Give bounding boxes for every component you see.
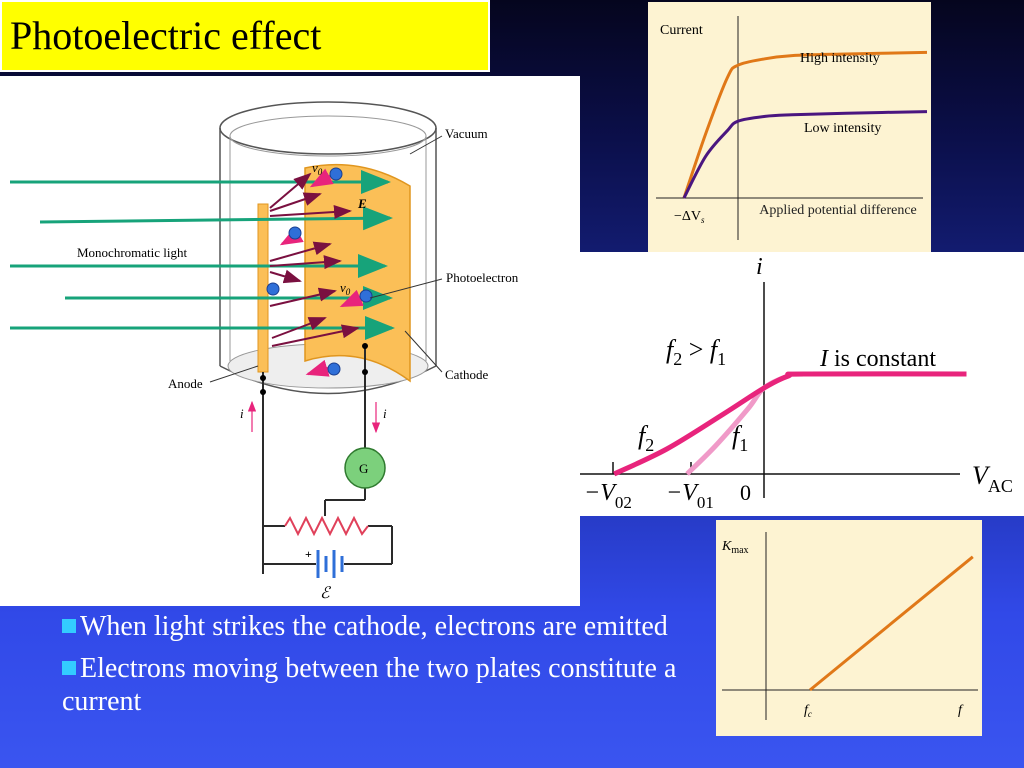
battery-plus: + <box>305 547 312 561</box>
bullet-item: Electrons moving between the two plates … <box>62 652 682 718</box>
light-label: Monochromatic light <box>77 245 188 260</box>
anode-label: Anode <box>168 376 203 391</box>
bullet-text: Electrons moving between the two plates … <box>62 653 677 717</box>
photoelectron-label: Photoelectron <box>446 270 519 285</box>
chart-2-svg: i VAC −V02 −V01 0 f2 > f1 I is constant … <box>570 254 1013 512</box>
bullet-list: When light strikes the cathode, electron… <box>62 610 682 727</box>
anode-plate <box>257 203 269 373</box>
chart-3-svg: Kmax fc f <box>721 532 978 720</box>
current-label-left: i <box>240 406 244 421</box>
kmax-vs-frequency-chart: Kmax fc f <box>716 520 982 736</box>
v0-label-mid: v0 <box>340 280 351 297</box>
chart-3-xtick: fc <box>804 703 812 719</box>
v0-label-top: v0 <box>312 160 323 177</box>
bullet-square-icon <box>62 661 76 675</box>
current-vs-potential-chart: Current −ΔVs Applied potential differenc… <box>648 2 931 252</box>
electron-paths <box>269 172 360 347</box>
chart-1-legend-high: High intensity <box>800 51 880 66</box>
chart-2-xlabel: VAC <box>972 461 1013 496</box>
chart-1-series-low <box>682 110 928 199</box>
cathode-label: Cathode <box>445 367 489 382</box>
chart-1-legend-low: Low intensity <box>804 121 881 136</box>
chart-3-ylabel: Kmax <box>721 539 749 556</box>
chart-3-series-kmax <box>809 555 974 692</box>
resistor <box>284 515 369 537</box>
current-vs-voltage-chart: i VAC −V02 −V01 0 f2 > f1 I is constant … <box>570 252 1024 516</box>
chart-1-ylabel: Current <box>660 23 703 38</box>
chart-1-series-high <box>682 50 928 199</box>
chart-2-label-f1: f1 <box>732 421 748 455</box>
chart-1-xlabel: Applied potential difference <box>759 203 917 218</box>
chart-2-tick-v02: −V02 <box>584 480 632 512</box>
galvanometer <box>344 447 386 489</box>
page-title: Photoelectric effect <box>10 13 322 58</box>
chart-1-xtick: −ΔVs <box>674 209 705 225</box>
chart-2-series-f1 <box>685 371 967 476</box>
circuit-wires <box>262 348 393 574</box>
title-box <box>0 0 490 72</box>
vacuum-label: Vacuum <box>445 126 488 141</box>
efield-label: E <box>357 196 367 211</box>
chart-2-series-f2 <box>613 371 967 477</box>
apparatus-svg: Vacuum Monochromatic light Photoelectron… <box>10 101 519 602</box>
chart-2-tick-v01: −V01 <box>666 480 714 512</box>
light-rays <box>10 170 395 340</box>
chart-2-relation: f2 > f1 <box>666 335 726 369</box>
emf-label: ℰ <box>320 585 332 602</box>
chart-2-tick-zero: 0 <box>740 480 751 505</box>
chart-2-ylabel: i <box>756 254 763 280</box>
electrons <box>266 167 373 376</box>
bullet-square-icon <box>62 619 76 633</box>
chart-3-xlabel: f <box>958 703 964 718</box>
bullet-text: When light strikes the cathode, electron… <box>80 611 668 642</box>
chart-2-annotation: I is constant <box>819 346 936 372</box>
current-label-right: i <box>383 406 387 421</box>
bullet-item: When light strikes the cathode, electron… <box>62 610 682 643</box>
apparatus-diagram: Vacuum Monochromatic light Photoelectron… <box>0 76 580 606</box>
chart-2-label-f2: f2 <box>638 421 654 455</box>
battery <box>316 550 344 578</box>
chart-1-svg: Current −ΔVs Applied potential differenc… <box>656 16 928 240</box>
chart-1-xlabel-wrap: Applied potential difference <box>759 203 917 218</box>
galvanometer-label: G <box>359 461 368 476</box>
